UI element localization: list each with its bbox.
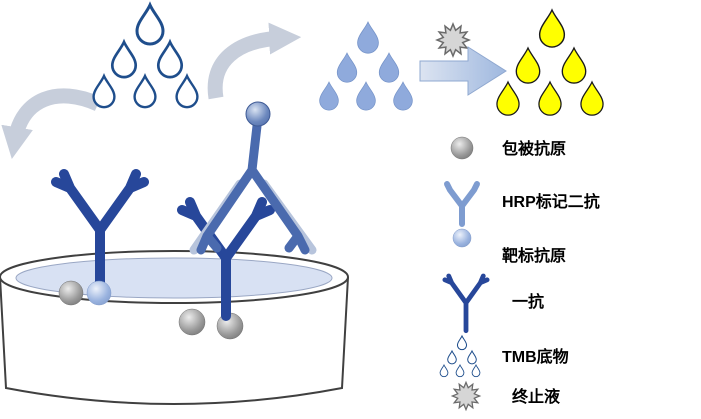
coated-antigen-sphere <box>58 280 84 306</box>
blue-drop-icon <box>336 52 358 83</box>
legend-label-coated-antigen: 包被抗原 <box>502 139 566 158</box>
stop-reaction-arrow <box>419 46 507 96</box>
yellow-drop-icon <box>561 47 587 84</box>
gray-starburst-icon <box>451 381 481 411</box>
blue-substrate-drops-cluster <box>319 21 413 111</box>
tmb-drop-icon <box>92 74 116 109</box>
blue-drop-icon <box>357 21 379 54</box>
legend-label-target-antigen: 靶标抗原 <box>502 246 566 265</box>
legend-label-primary-antibody: 一抗 <box>512 292 544 311</box>
blue-drop-icon <box>378 52 400 83</box>
stop-solution-burst-icon <box>436 23 470 57</box>
legend-label-stop-solution: 终止液 <box>512 387 561 406</box>
tmb-drop-icon <box>156 40 184 79</box>
yellow-drop-icon <box>496 81 520 116</box>
tmb-drop-icon <box>133 74 157 109</box>
yellow-product-drops-cluster <box>496 9 604 116</box>
primary-antibody-left-group <box>56 174 144 306</box>
legend: 包被抗原 HRP标记二抗 靶标抗原 一抗 TMB底物 终止液 <box>439 136 600 411</box>
substrate-add-curved-arrow <box>207 22 302 100</box>
yellow-drop-icon <box>538 81 562 116</box>
outlined-drops-icon <box>439 335 481 378</box>
hrp-secondary-antibody <box>196 101 310 255</box>
blue-drop-icon <box>356 81 376 111</box>
legend-label-tmb-substrate: TMB底物 <box>502 347 569 366</box>
wash-curved-arrow <box>1 88 102 159</box>
hrp-enzyme-sphere <box>245 101 271 127</box>
dark-blue-antibody-icon <box>445 276 487 331</box>
light-blue-antibody-icon <box>444 181 480 227</box>
yellow-drop-icon <box>580 81 604 116</box>
well-body <box>0 276 349 405</box>
blue-drop-icon <box>319 81 339 111</box>
blue-drop-icon <box>393 81 413 111</box>
detection-complex-group <box>178 101 317 340</box>
tmb-drop-icon <box>135 3 165 46</box>
tmb-substrate-drops-cluster <box>92 3 199 109</box>
yellow-drop-icon <box>515 47 541 84</box>
coated-antigen-sphere <box>178 308 206 336</box>
yellow-drop-icon <box>538 9 566 48</box>
tmb-drop-icon <box>175 74 199 109</box>
light-blue-sphere-icon <box>452 228 472 248</box>
gray-sphere-icon <box>450 136 474 160</box>
tmb-drop-icon <box>110 40 138 79</box>
microplate-well <box>0 250 349 405</box>
legend-label-hrp-secondary: HRP标记二抗 <box>502 192 600 211</box>
target-antigen-sphere <box>86 280 112 306</box>
